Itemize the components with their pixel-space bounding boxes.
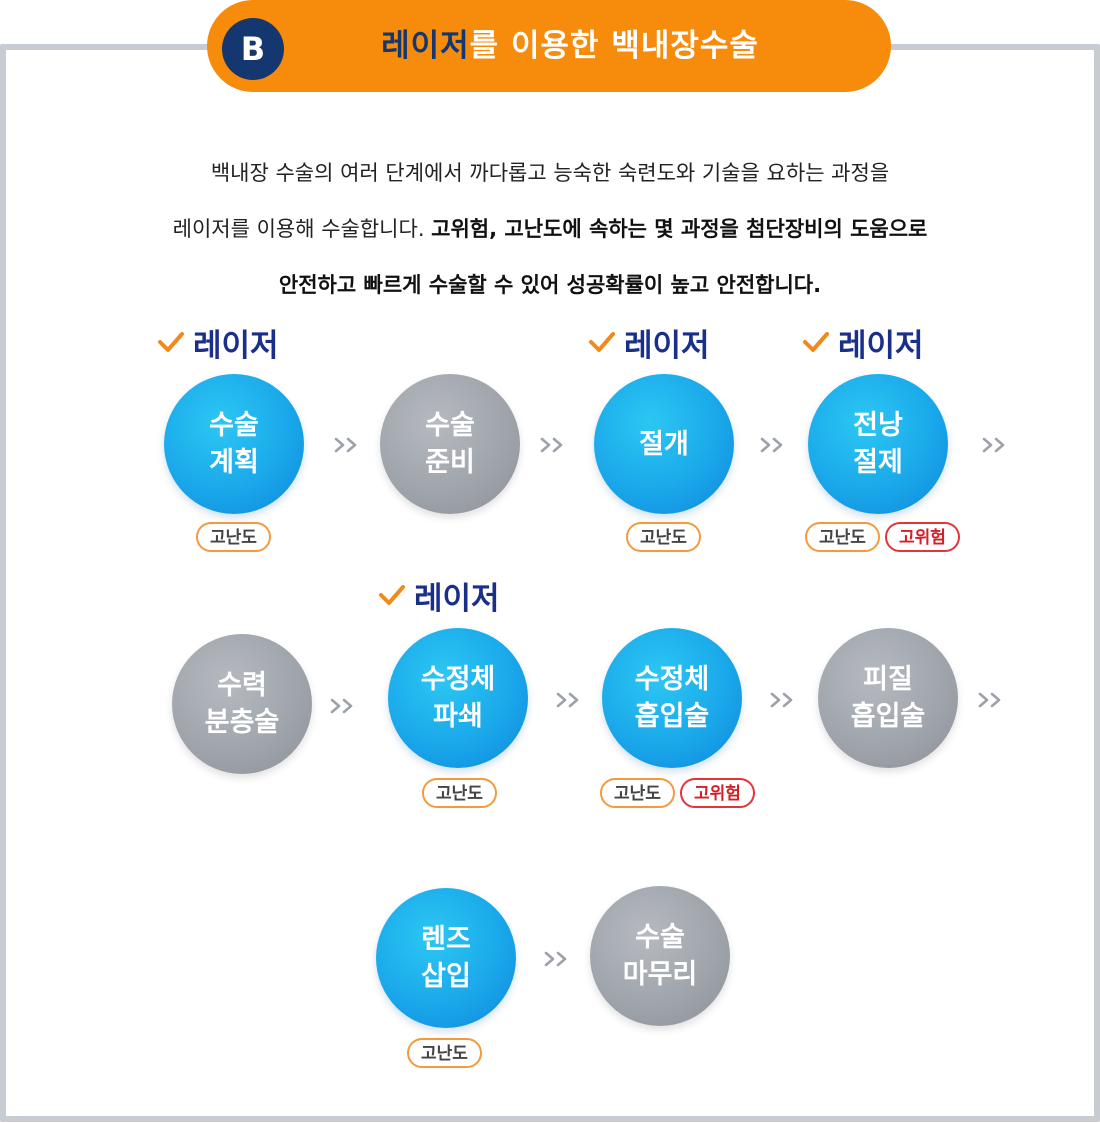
difficulty-tag: 고난도 (626, 522, 701, 552)
laser-label-text: 레이저 (414, 580, 500, 617)
step-label: 계획 (209, 447, 259, 478)
laser-label-text: 레이저 (624, 327, 710, 364)
double-chevron-right-icon (544, 951, 567, 967)
section-badge: B (222, 18, 284, 80)
difficulty-tag: 고난도 (805, 522, 880, 552)
intro-line-3: 안전하고 빠르게 수술할 수 있어 성공확률이 높고 안전합니다. (80, 257, 1020, 313)
step-incision: 절개 (594, 374, 734, 514)
difficulty-tag: 고난도 (196, 522, 271, 552)
step-label: 흡입술 (634, 701, 710, 732)
risk-tag: 고위험 (885, 522, 960, 552)
step-label: 전낭 (853, 410, 903, 441)
step-label: 수정체 (420, 664, 496, 695)
risk-tag: 고위험 (680, 778, 755, 808)
intro-line-1: 백내장 수술의 여러 단계에서 까다롭고 능숙한 숙련도와 기술을 요하는 과정… (210, 161, 890, 185)
double-chevron-right-icon (770, 692, 793, 708)
step-label: 준비 (425, 447, 475, 478)
double-chevron-right-icon (334, 437, 357, 453)
step-label: 렌즈 (421, 924, 471, 955)
step-label: 수정체 (634, 664, 710, 695)
title-rest: 를 이용한 백내장수술 (469, 28, 759, 64)
step-label: 흡입술 (850, 701, 926, 732)
laser-label-text: 레이저 (838, 327, 924, 364)
step-label: 수력 (217, 670, 267, 701)
step-label: 절개 (639, 428, 689, 460)
section-title: 레이저를 이용한 백내장수술 (300, 20, 840, 72)
check-icon (158, 332, 184, 352)
double-chevron-right-icon (540, 437, 563, 453)
intro-line-2-plain: 레이저를 이용해 수술합니다. (172, 217, 432, 241)
intro-line-3-bold: 안전하고 빠르게 수술할 수 있어 성공확률이 높고 안전합니다. (278, 273, 822, 297)
section-banner (207, 0, 891, 92)
step-label: 마무리 (622, 959, 698, 990)
double-chevron-right-icon (330, 698, 353, 714)
step-label: 절제 (853, 447, 903, 478)
step-label: 삽입 (421, 961, 471, 992)
double-chevron-right-icon (760, 437, 783, 453)
check-icon (589, 332, 615, 352)
step-label: 수술 (425, 410, 475, 441)
intro-line-2: 레이저를 이용해 수술합니다. 고위험, 고난도에 속하는 몇 과정을 첨단장비… (80, 201, 1020, 257)
title-highlight: 레이저 (381, 28, 470, 64)
check-icon (803, 332, 829, 352)
laser-label: 레이저 (378, 575, 500, 617)
difficulty-tag: 고난도 (600, 778, 675, 808)
intro-text: 백내장 수술의 여러 단계에서 까다롭고 능숙한 숙련도와 기술을 요하는 과정… (80, 145, 1020, 313)
laser-label: 레이저 (802, 322, 924, 364)
step-label: 피질 (863, 664, 913, 695)
step-label: 분층술 (204, 707, 280, 738)
laser-label: 레이저 (157, 322, 279, 364)
content-frame (0, 44, 1100, 1122)
double-chevron-right-icon (978, 692, 1001, 708)
double-chevron-right-icon (982, 437, 1005, 453)
intro-line-2-bold: 고위험, 고난도에 속하는 몇 과정을 첨단장비의 도움으로 (431, 217, 928, 241)
difficulty-tag: 고난도 (407, 1038, 482, 1068)
difficulty-tag: 고난도 (422, 778, 497, 808)
laser-label-text: 레이저 (193, 327, 279, 364)
step-label: 수술 (209, 410, 259, 441)
laser-label: 레이저 (588, 322, 710, 364)
double-chevron-right-icon (556, 692, 579, 708)
check-icon (379, 585, 405, 605)
step-label: 수술 (635, 922, 685, 953)
step-label: 파쇄 (433, 701, 483, 732)
